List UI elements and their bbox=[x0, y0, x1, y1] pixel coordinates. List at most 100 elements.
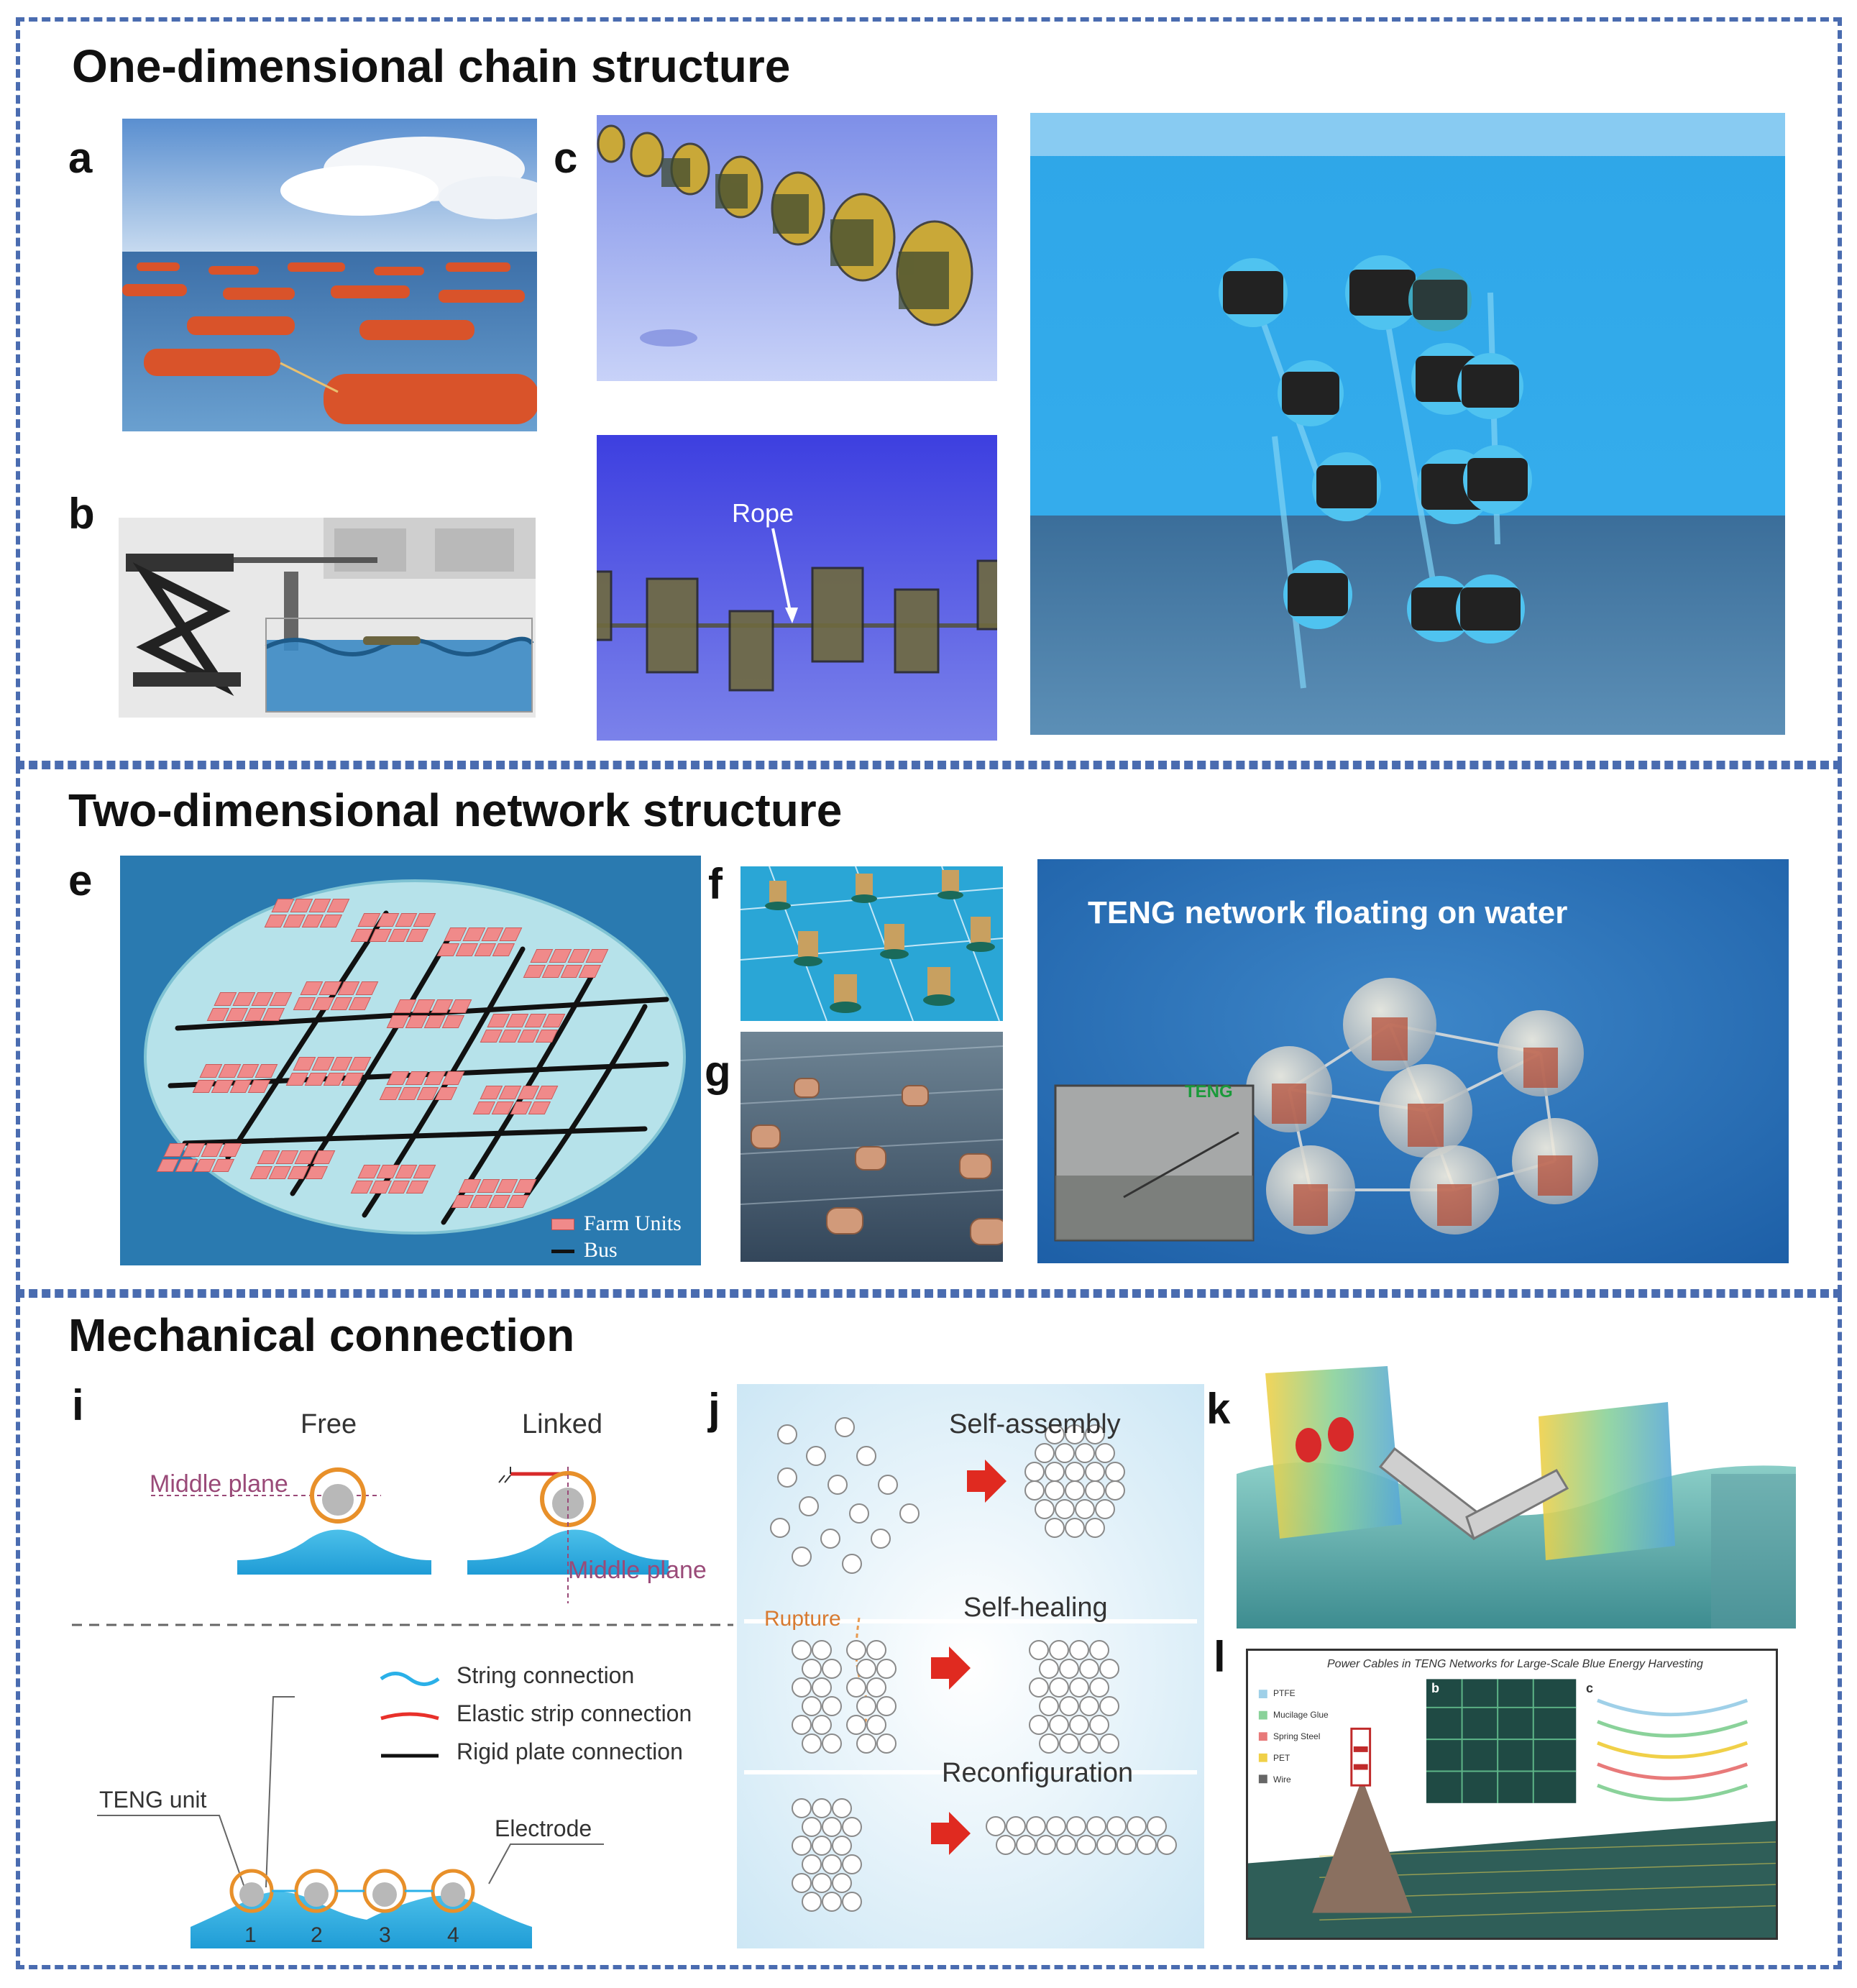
farm-unit-cluster bbox=[379, 1071, 465, 1100]
farm-unit bbox=[413, 1165, 436, 1178]
panel-a-image bbox=[122, 119, 537, 431]
label-free: Free bbox=[301, 1409, 357, 1439]
lattice-unit bbox=[846, 1677, 866, 1698]
farm-unit bbox=[449, 999, 472, 1013]
panel-label-k: k bbox=[1206, 1385, 1231, 1433]
lattice-unit bbox=[842, 1854, 862, 1874]
panel-label-b: b bbox=[68, 490, 95, 538]
lattice-unit bbox=[792, 1677, 812, 1698]
lattice-unit bbox=[1086, 1816, 1106, 1836]
label-reconfiguration: Reconfiguration bbox=[942, 1758, 1134, 1788]
lattice-unit bbox=[1099, 1696, 1119, 1716]
lattice-unit bbox=[832, 1836, 852, 1856]
lattice-unit bbox=[1026, 1816, 1046, 1836]
lattice-unit bbox=[899, 1503, 920, 1524]
farm-unit bbox=[492, 943, 515, 956]
legend-rigid-plate-connection: Rigid plate connection bbox=[457, 1739, 683, 1764]
label-self-healing: Self-healing bbox=[963, 1593, 1108, 1623]
label-middle-plane-free: Middle plane bbox=[150, 1470, 288, 1498]
panel-label-c: c bbox=[554, 134, 578, 182]
panel-k-image bbox=[1237, 1366, 1796, 1629]
farm-unit bbox=[247, 1079, 271, 1093]
legend-ptfe: PTFE bbox=[1273, 1688, 1296, 1698]
lattice-unit bbox=[1024, 1462, 1045, 1482]
lattice-unit bbox=[1059, 1696, 1079, 1716]
lattice-unit bbox=[802, 1817, 822, 1837]
lattice-unit bbox=[1045, 1462, 1065, 1482]
farm-unit bbox=[319, 914, 343, 927]
farm-unit bbox=[255, 1064, 278, 1078]
lattice-unit bbox=[812, 1640, 832, 1660]
legend-farm-swatch bbox=[551, 1219, 574, 1230]
lattice-unit bbox=[1096, 1835, 1117, 1855]
legend-string-connection: String connection bbox=[457, 1662, 635, 1688]
lattice-unit bbox=[792, 1547, 812, 1567]
farm-unit bbox=[219, 1143, 242, 1157]
lattice-unit bbox=[1045, 1480, 1065, 1501]
section-title-mechanical: Mechanical connection bbox=[68, 1309, 575, 1361]
lattice-unit bbox=[1069, 1715, 1089, 1735]
lattice-unit bbox=[856, 1446, 876, 1466]
lattice-unit bbox=[1099, 1733, 1119, 1754]
lattice-unit bbox=[799, 1496, 819, 1516]
lattice-unit bbox=[871, 1529, 891, 1549]
panel-i-diagram: Free Linked Middle plane Middle plane St… bbox=[65, 1395, 740, 1956]
lattice-unit bbox=[792, 1873, 812, 1893]
lattice-unit bbox=[856, 1733, 876, 1754]
farm-units-grid bbox=[120, 856, 701, 1265]
farm-unit bbox=[348, 997, 372, 1010]
lattice-unit bbox=[777, 1424, 797, 1444]
section-mechanical bbox=[16, 1293, 1842, 1969]
lattice-unit bbox=[1079, 1733, 1099, 1754]
lattice-unit bbox=[1117, 1835, 1137, 1855]
farm-unit bbox=[513, 1179, 537, 1193]
section-title-1d: One-dimensional chain structure bbox=[72, 40, 791, 92]
section-2d-network bbox=[16, 765, 1842, 1293]
farm-unit bbox=[305, 1165, 329, 1179]
lattice-unit bbox=[812, 1715, 832, 1735]
lattice-unit bbox=[822, 1659, 842, 1679]
lattice-unit bbox=[1065, 1480, 1085, 1501]
lattice-unit bbox=[802, 1892, 822, 1912]
lattice-unit bbox=[792, 1798, 812, 1818]
lattice-unit bbox=[1039, 1733, 1059, 1754]
lattice-unit bbox=[1157, 1835, 1177, 1855]
farm-unit bbox=[528, 1101, 551, 1114]
lattice-unit bbox=[1049, 1640, 1069, 1660]
teng-inset-label: TENG bbox=[1185, 1082, 1233, 1101]
label-middle-plane-linked: Middle plane bbox=[568, 1557, 707, 1584]
farm-unit bbox=[326, 899, 350, 912]
legend-mucilage-glue: Mucilage Glue bbox=[1273, 1710, 1329, 1720]
farm-unit-cluster bbox=[285, 1057, 372, 1086]
section-title-2d: Two-dimensional network structure bbox=[68, 784, 843, 836]
farm-unit-cluster bbox=[350, 1165, 436, 1194]
lattice-unit bbox=[802, 1696, 822, 1716]
lattice-unit bbox=[1059, 1733, 1079, 1754]
panel-c-top-image bbox=[597, 115, 997, 381]
farm-unit bbox=[434, 1086, 458, 1100]
lattice-unit bbox=[827, 1475, 848, 1495]
lattice-unit bbox=[1099, 1659, 1119, 1679]
legend-spring-steel: Spring Steel bbox=[1273, 1731, 1321, 1741]
farm-unit bbox=[578, 964, 602, 978]
label-linked: Linked bbox=[522, 1409, 602, 1439]
farm-unit bbox=[506, 1194, 530, 1208]
lattice-unit bbox=[842, 1554, 862, 1574]
lattice-unit bbox=[792, 1715, 812, 1735]
lattice-unit bbox=[1029, 1715, 1049, 1735]
farm-unit-cluster bbox=[472, 1086, 559, 1114]
lattice-unit bbox=[1127, 1816, 1147, 1836]
lattice-unit bbox=[1079, 1696, 1099, 1716]
lattice-unit bbox=[1105, 1480, 1125, 1501]
lattice-unit bbox=[1046, 1816, 1066, 1836]
lattice-unit bbox=[842, 1892, 862, 1912]
label-electrode: Electrode bbox=[495, 1815, 592, 1841]
lattice-unit bbox=[1039, 1659, 1059, 1679]
lattice-unit bbox=[1029, 1677, 1049, 1698]
farm-unit-cluster bbox=[249, 1150, 336, 1179]
panel-l-sub-b: b bbox=[1431, 1681, 1439, 1695]
lattice-unit bbox=[822, 1892, 842, 1912]
lattice-unit bbox=[1039, 1696, 1059, 1716]
lattice-unit bbox=[1049, 1677, 1069, 1698]
lattice-unit bbox=[1036, 1835, 1056, 1855]
